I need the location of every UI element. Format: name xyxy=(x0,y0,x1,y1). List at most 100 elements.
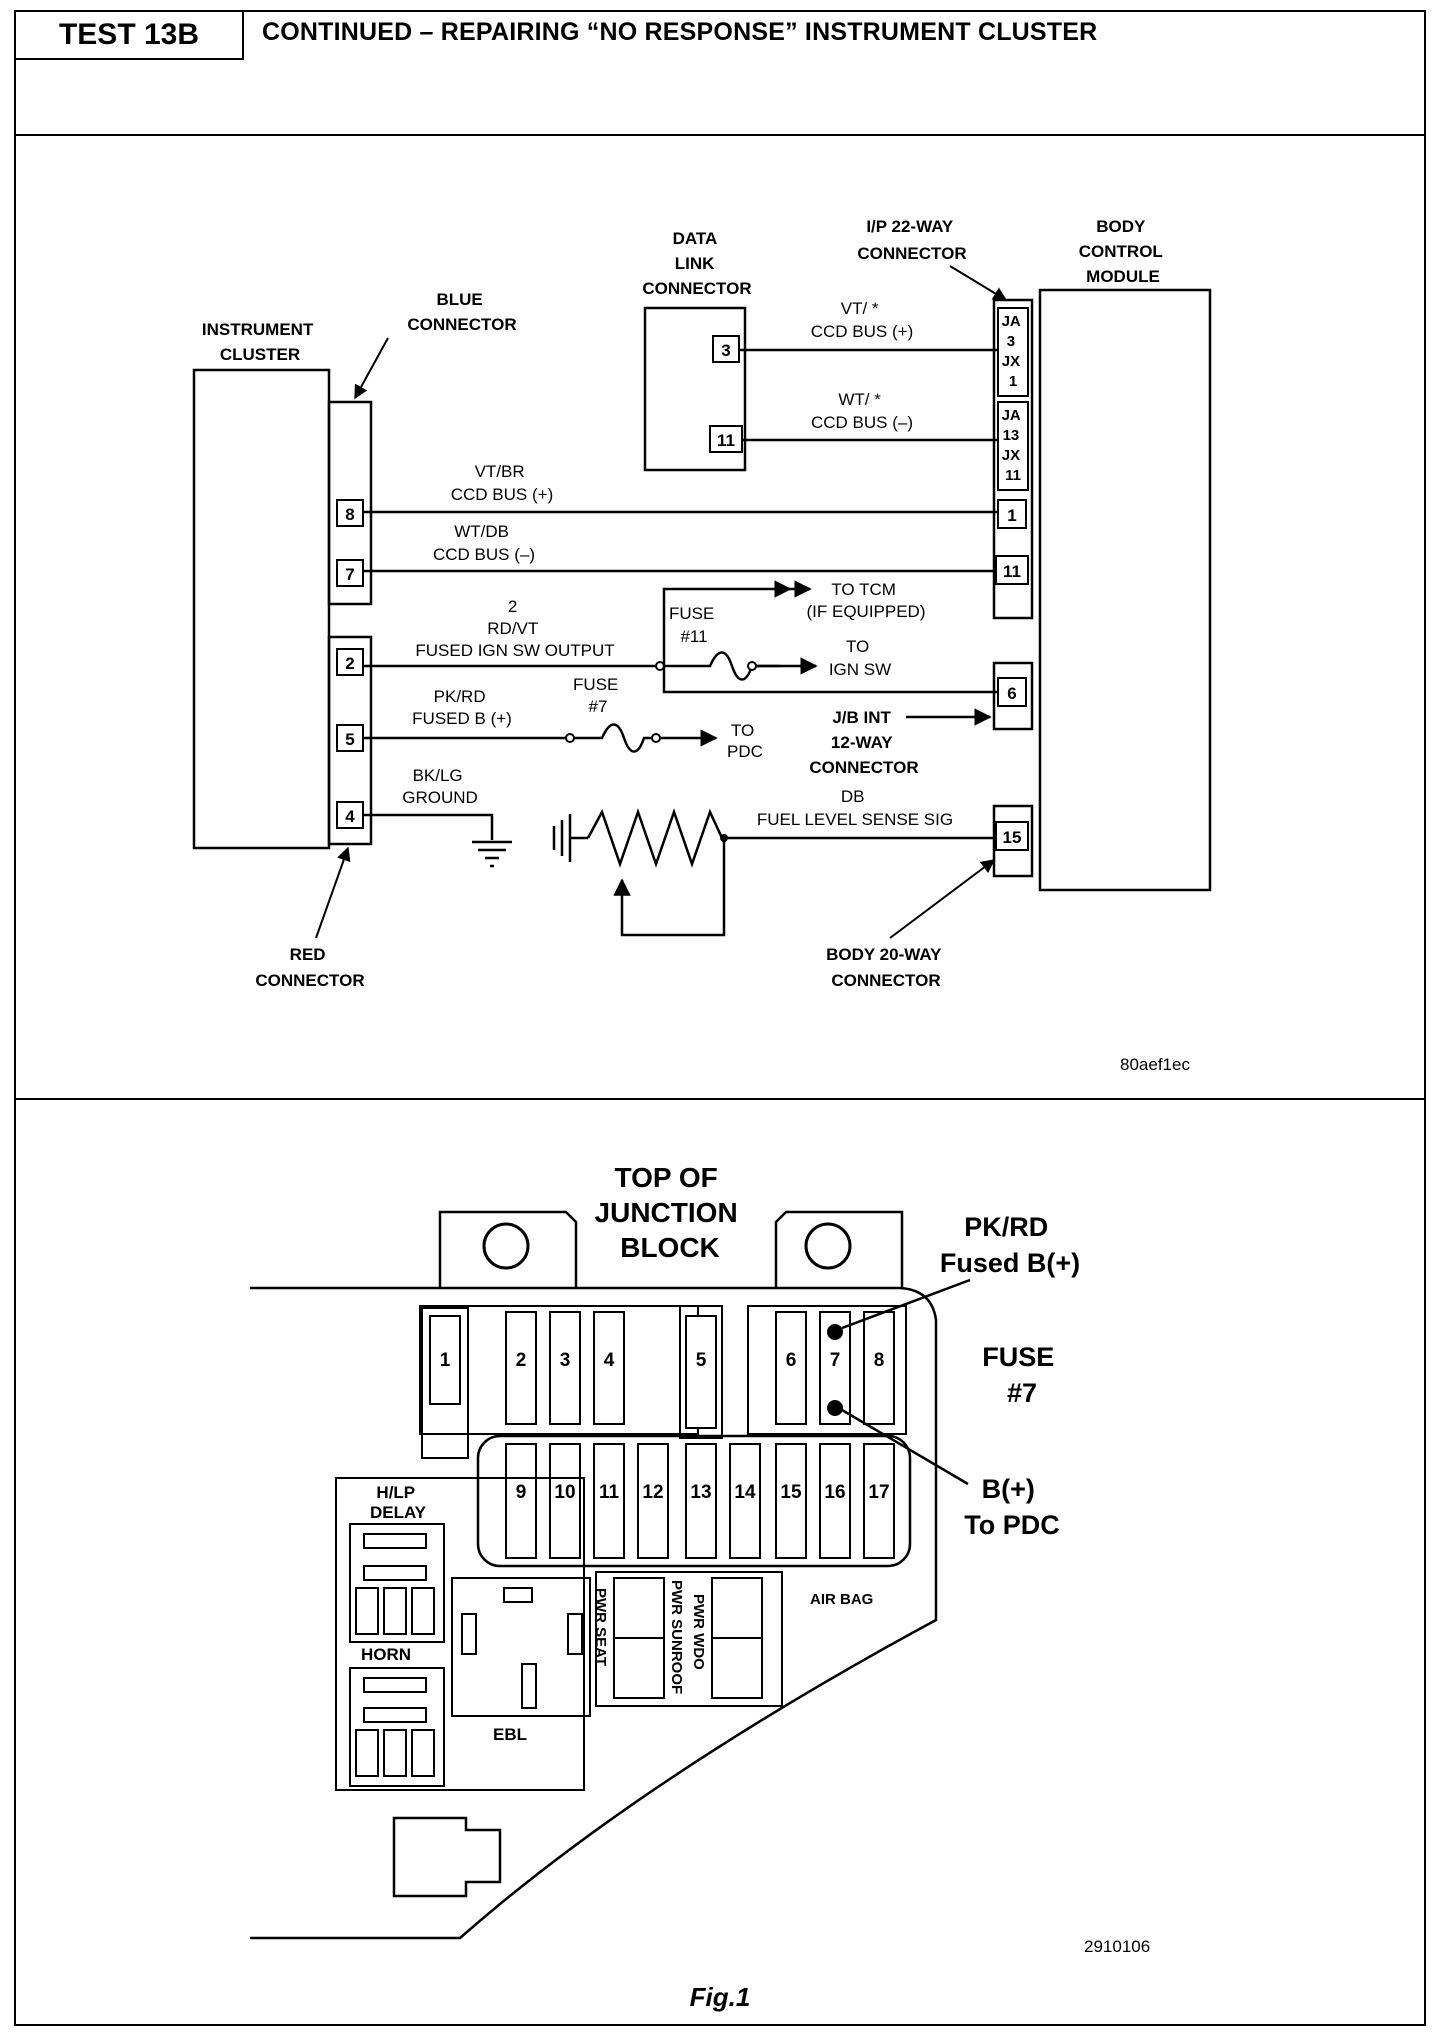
svg-text:9: 9 xyxy=(516,1482,527,1503)
wire-db-label: DB FUEL LEVEL SENSE SIG xyxy=(757,787,953,829)
svg-text:3: 3 xyxy=(721,341,730,360)
wire-rd-vt-label: 2 RD/VT FUSED IGN SW OUTPUT xyxy=(415,597,614,660)
wire-pk-rd-label: PK/RD FUSED B (+) xyxy=(412,687,512,728)
ip-connector-leader xyxy=(949,265,1008,301)
cluster-pin-8: 8 xyxy=(336,499,364,527)
instrument-cluster-label: INSTRUMENT CLUSTER xyxy=(202,320,318,364)
pwr-sunroof-label: PWR SUNROOF xyxy=(668,1580,685,1694)
to-pdc-label: TO PDC xyxy=(727,721,763,761)
fuse-slot-10: 10 xyxy=(549,1443,581,1559)
junction-figure-code: 2910106 xyxy=(1084,1937,1150,1956)
svg-text:7: 7 xyxy=(830,1350,841,1371)
jb-connector-label: J/B INT 12-WAY CONNECTOR xyxy=(809,708,918,777)
ja3-jx1-pin: JA 3 JX 1 xyxy=(997,307,1029,397)
fuse11-label: FUSE #11 xyxy=(669,604,719,646)
body-connector-leader xyxy=(889,859,996,939)
hlp-delay-relay xyxy=(349,1523,445,1643)
svg-text:5: 5 xyxy=(345,730,354,749)
fuse7-test-point-bottom xyxy=(827,1400,843,1416)
fuse-slot-9: 9 xyxy=(505,1443,537,1559)
svg-text:4: 4 xyxy=(345,807,355,826)
ja13-jx11-pin: JA 13 JX 11 xyxy=(997,401,1029,491)
ip-connector xyxy=(992,298,1034,620)
fuse-slot-8: 8 xyxy=(863,1311,895,1425)
data-link-connector-label: DATA LINK CONNECTOR xyxy=(642,229,751,298)
body-control-module-box xyxy=(1038,288,1212,892)
fuse-slot-4: 4 xyxy=(593,1311,625,1425)
fuse11-terminal xyxy=(747,661,757,671)
bcm-pin-1: 1 xyxy=(997,499,1027,529)
svg-text:2: 2 xyxy=(345,654,354,673)
test-label: TEST 13B xyxy=(14,10,244,60)
ip-connector-label: I/P 22-WAY CONNECTOR xyxy=(857,217,966,263)
svg-text:10: 10 xyxy=(554,1482,575,1503)
bcm-pin-15: 15 xyxy=(995,821,1029,851)
fuse-slot-3: 3 xyxy=(549,1311,581,1425)
figure-caption: Fig.1 xyxy=(690,1982,751,2012)
fuse7-terminal-a xyxy=(565,733,575,743)
svg-text:15: 15 xyxy=(780,1482,802,1503)
wire-wt-ccd-minus-dlc-label: WT/ * CCD BUS (–) xyxy=(811,390,913,432)
mounting-tab-left xyxy=(438,1210,578,1288)
fuse7-callout: FUSE #7 xyxy=(982,1342,1062,1408)
ebl-relay-pins xyxy=(461,1587,583,1709)
fuse-slot-6: 6 xyxy=(775,1311,807,1425)
lower-connector xyxy=(392,1816,502,1898)
svg-text:6: 6 xyxy=(1007,684,1016,703)
fuse-slot-14: 14 xyxy=(729,1443,761,1559)
pwr-breakers xyxy=(595,1571,783,1707)
body-connector-label: BODY 20-WAY CONNECTOR xyxy=(826,945,946,990)
wiring-figure-code: 80aef1ec xyxy=(1120,1055,1190,1074)
bcm-label: BODY CONTROL MODULE xyxy=(1079,217,1167,286)
dlc-pin-3: 3 xyxy=(712,335,740,363)
svg-text:6: 6 xyxy=(786,1350,797,1371)
svg-text:8: 8 xyxy=(345,505,354,524)
to-tcm-label: TO TCM (IF EQUIPPED) xyxy=(806,580,925,621)
b-plus-leader xyxy=(841,1408,969,1486)
svg-text:16: 16 xyxy=(824,1482,845,1503)
ebl-label: EBL xyxy=(493,1725,527,1744)
svg-text:JA 3 JX: JA 3 JX 1 xyxy=(1002,313,1025,390)
fuse7-terminal-b xyxy=(651,733,661,743)
fuse-slot-17: 17 xyxy=(863,1443,895,1559)
mounting-hole-right xyxy=(804,1222,852,1270)
fuel-sender-wiper xyxy=(613,838,726,937)
svg-text:11: 11 xyxy=(717,431,735,450)
wire-bk-lg-label: BK/LG GROUND xyxy=(402,766,478,807)
page-title: CONTINUED – REPAIRING “NO RESPONSE” INST… xyxy=(262,18,1098,46)
jb-connector xyxy=(992,661,1034,731)
pwr-wdo-label: PWR WDO xyxy=(690,1594,707,1670)
blue-connector xyxy=(327,400,373,606)
fuse-slot-5: 5 xyxy=(685,1315,717,1429)
svg-text:2: 2 xyxy=(516,1350,527,1371)
svg-text:3: 3 xyxy=(560,1350,571,1371)
fuse7-symbol xyxy=(574,723,652,753)
svg-text:13: 13 xyxy=(690,1482,711,1503)
junction-block-outline xyxy=(250,1286,938,1940)
horn-label: HORN xyxy=(361,1645,411,1664)
bcm-pin-11: 11 xyxy=(995,555,1029,585)
fuse11-symbol xyxy=(664,651,780,681)
header-divider xyxy=(14,134,1426,136)
fuse-slot-13: 13 xyxy=(685,1443,717,1559)
wire-wt-db-label: WT/DB CCD BUS (–) xyxy=(433,522,535,564)
svg-text:15: 15 xyxy=(1003,828,1022,847)
panel-divider xyxy=(14,1098,1426,1100)
cluster-pin-7: 7 xyxy=(336,559,364,587)
wire-to-bcm-6 xyxy=(662,666,998,694)
fuse7-test-point-top xyxy=(827,1324,843,1340)
svg-text:1: 1 xyxy=(1007,506,1016,525)
svg-text:12: 12 xyxy=(642,1482,663,1503)
fuse-slot-2: 2 xyxy=(505,1311,537,1425)
wire-vt-br-label: VT/BR CCD BUS (+) xyxy=(451,462,553,504)
svg-text:4: 4 xyxy=(604,1350,615,1371)
svg-text:11: 11 xyxy=(599,1482,620,1503)
body-20way-connector xyxy=(992,804,1034,878)
cluster-pin-4: 4 xyxy=(336,801,364,829)
red-connector-leader xyxy=(315,846,351,939)
blue-connector-label: BLUE CONNECTOR xyxy=(407,290,516,334)
fuel-sender-ground-icon xyxy=(552,814,588,862)
cluster-pin-5: 5 xyxy=(336,724,364,752)
